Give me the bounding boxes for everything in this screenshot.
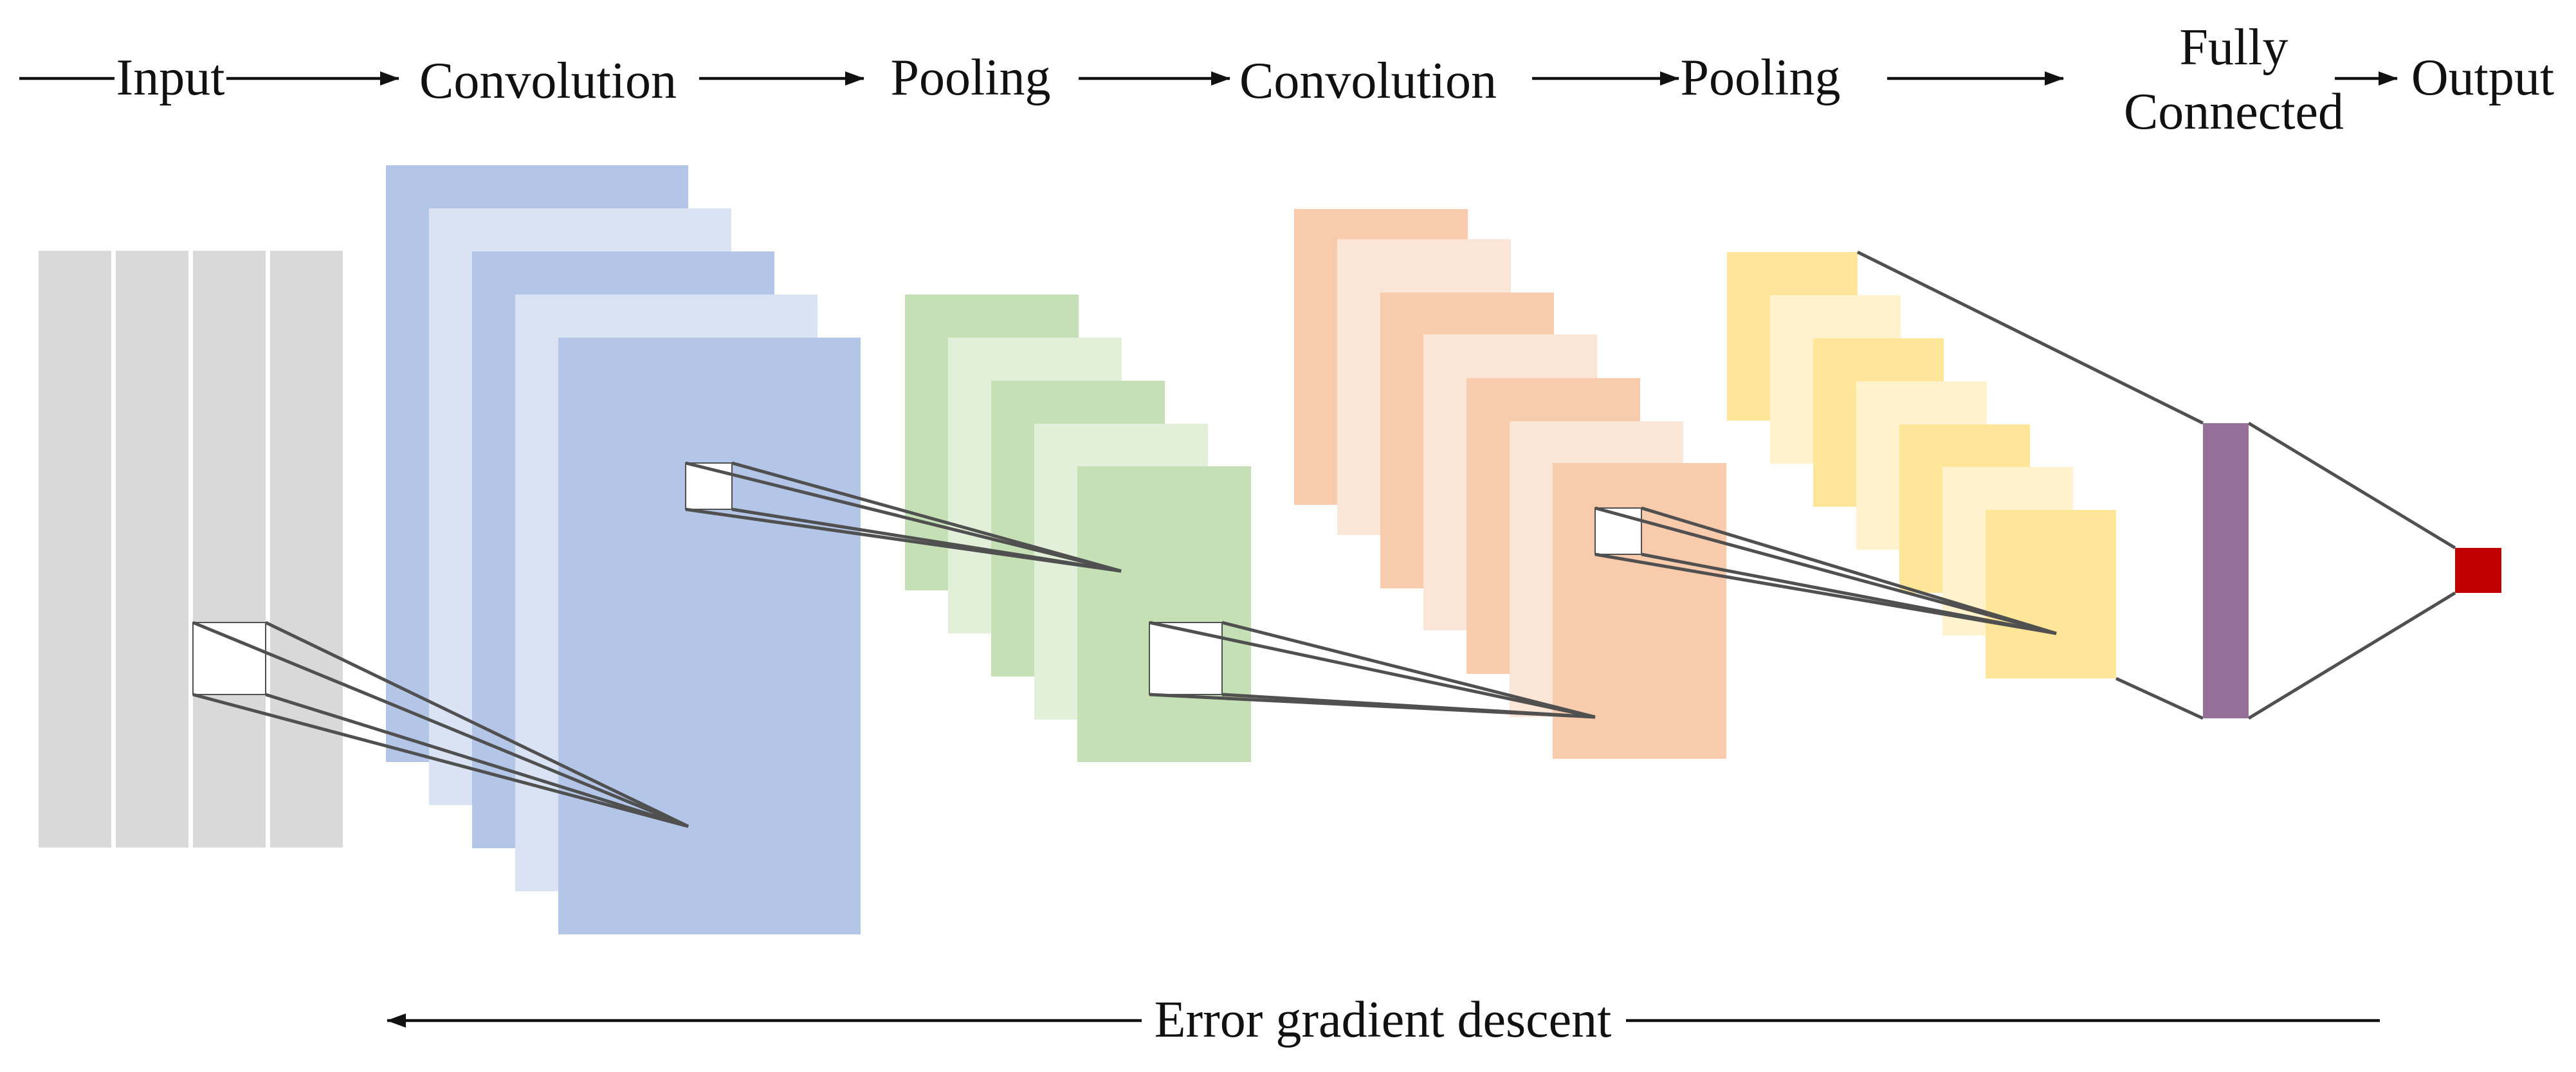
input-layer <box>39 251 343 848</box>
projection-line <box>264 621 690 828</box>
projection-line <box>1221 621 1596 719</box>
connector-pool2-top-to-fc <box>1856 250 2204 425</box>
backprop-arrow: Error gradient descent <box>387 992 2380 1048</box>
receptive-field-projections <box>192 461 2057 828</box>
pool1-map-5 <box>1077 466 1251 762</box>
input-column-4 <box>270 251 343 848</box>
input-column-1 <box>39 251 111 848</box>
backprop-label: Error gradient descent <box>1155 992 1612 1048</box>
kernel-window-pool1 <box>1149 622 1223 695</box>
projection-line <box>192 621 689 828</box>
input-column-2 <box>116 251 188 848</box>
kernel-window-conv1 <box>685 462 733 510</box>
projection-line <box>1149 621 1596 719</box>
stage-label-fc-line1: Fully <box>2180 19 2288 76</box>
pool1-feature-maps <box>905 295 1251 762</box>
fc-connections <box>1856 250 2456 720</box>
connector-fc-top-to-output <box>2247 421 2456 550</box>
pool2-feature-maps <box>1727 252 2116 678</box>
stage-label-pool2: Pooling <box>1681 50 1841 106</box>
conv1-feature-maps <box>386 165 861 934</box>
fully-connected-layer-bar <box>2203 423 2249 718</box>
stage-label-input: Input <box>116 50 225 106</box>
projection-line <box>685 461 1122 573</box>
conv2-feature-maps <box>1294 209 1726 759</box>
stage-label-conv1: Convolution <box>419 53 677 109</box>
projection-line <box>1594 506 2057 635</box>
top-flow: Input Convolution Pooling Convolution Po… <box>19 19 2554 140</box>
projection-line <box>731 507 1122 573</box>
stage-label-fc-line2: Connected <box>2124 84 2344 140</box>
projection-line <box>731 461 1122 573</box>
output-node <box>2455 548 2501 593</box>
stage-label-conv2: Convolution <box>1239 53 1497 109</box>
pool2-map-7 <box>1986 510 2116 678</box>
projection-line <box>192 693 689 828</box>
stage-label-output: Output <box>2411 50 2554 106</box>
connector-pool2-bottom-to-fc <box>2115 677 2204 720</box>
input-column-3 <box>193 251 266 848</box>
stage-label-pool1: Pooling <box>891 50 1051 106</box>
kernel-window-input <box>192 622 266 695</box>
projection-line <box>1641 506 2057 635</box>
projection-line <box>1641 552 2057 635</box>
connector-fc-bottom-to-output <box>2247 591 2456 720</box>
conv1-map-5 <box>558 338 861 934</box>
projection-line <box>265 693 689 828</box>
projection-line <box>1221 693 1596 719</box>
